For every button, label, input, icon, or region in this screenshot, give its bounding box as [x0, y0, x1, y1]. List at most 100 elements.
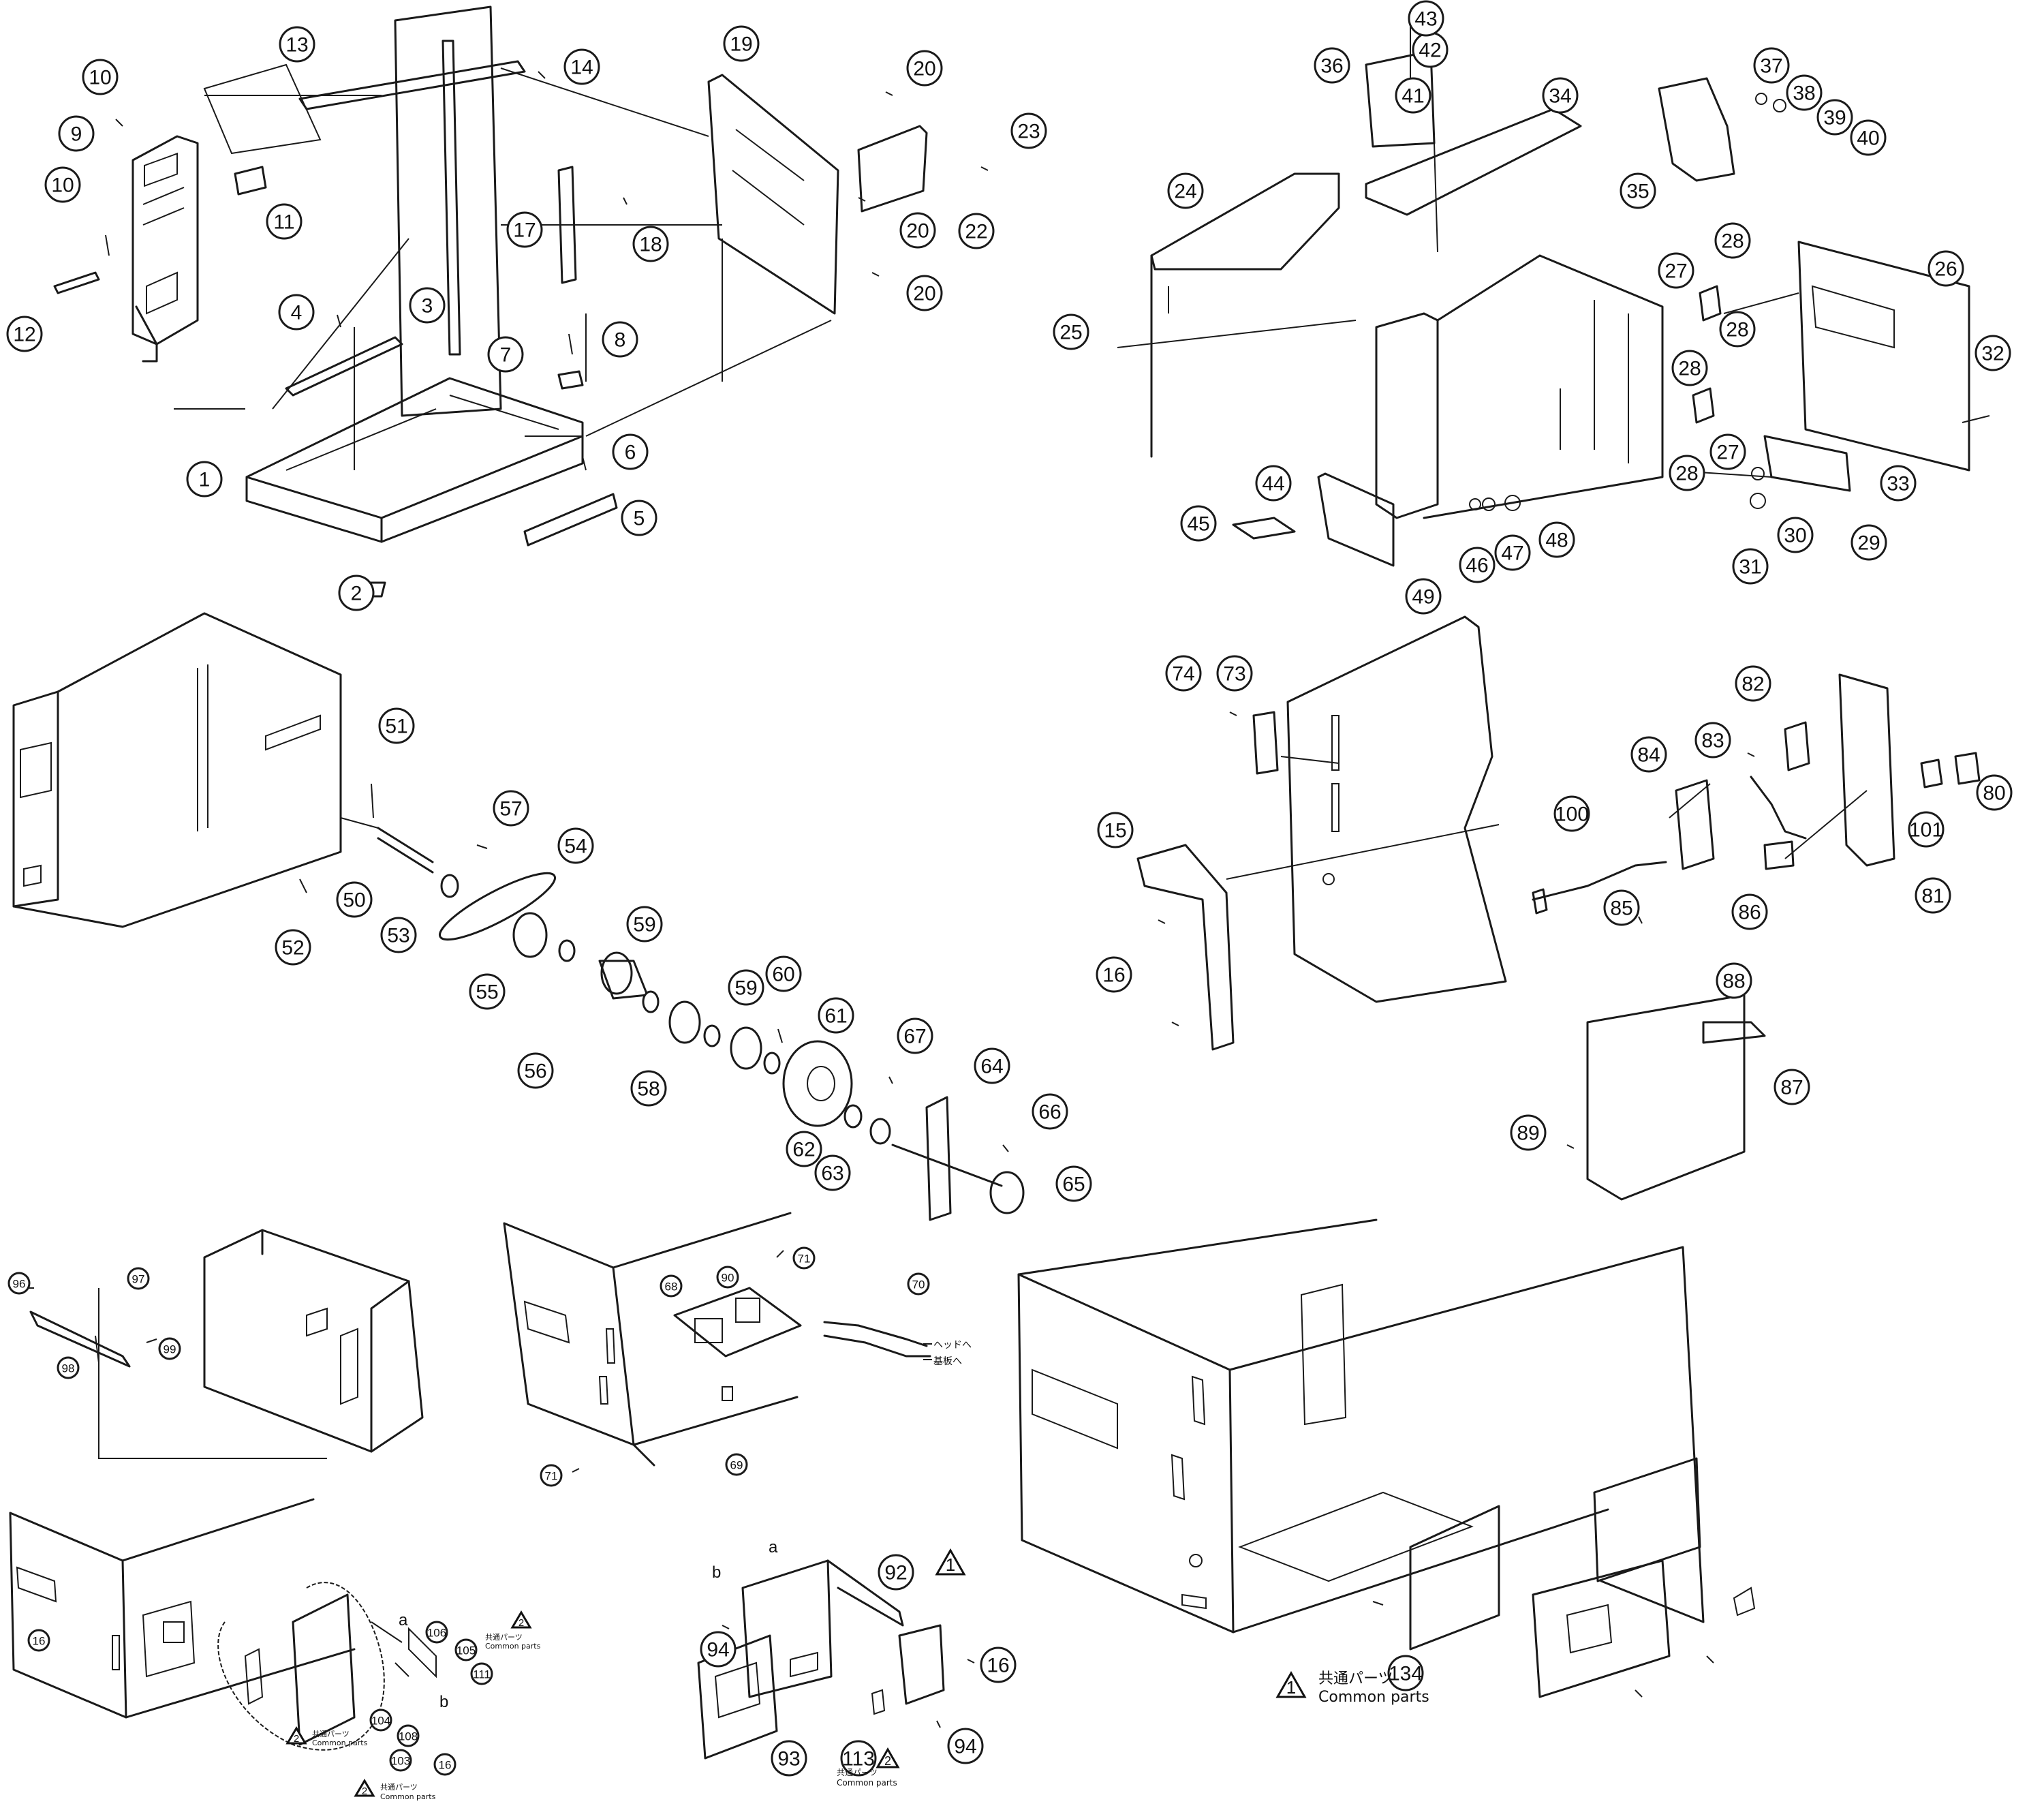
svg-text:2: 2 [518, 1617, 524, 1629]
callout-84: 84 [1630, 736, 1667, 773]
callout-number: 86 [1738, 902, 1761, 924]
callout-circle [818, 997, 854, 1034]
callout-number: 70 [912, 1278, 925, 1291]
callout-number: 41 [1402, 85, 1424, 108]
callout-50: 50 [336, 881, 373, 918]
callout-92: 92 [878, 1554, 914, 1591]
callout-39: 39 [1816, 99, 1853, 136]
callout-99: 99 [158, 1337, 181, 1360]
callout-circle [275, 929, 311, 966]
callout-number: 106 [427, 1627, 446, 1640]
callout-number: 13 [285, 34, 308, 57]
callout-56: 56 [517, 1052, 554, 1089]
panel-interface-board [697, 1559, 975, 1760]
callout-number: 100 [1555, 803, 1589, 826]
callout-16: 16 [27, 1629, 50, 1652]
panel-main-chassis [1017, 1219, 1756, 1698]
callout-93: 93 [771, 1740, 807, 1777]
callout-60: 60 [765, 955, 802, 992]
callout-97: 97 [127, 1267, 150, 1290]
callout-circle [506, 211, 543, 248]
callout-86: 86 [1731, 893, 1768, 930]
callout-circle [1620, 172, 1656, 209]
callout-number: 20 [913, 58, 935, 80]
common-parts-label-en: Common parts [837, 1778, 897, 1788]
callout-number: 63 [821, 1163, 843, 1185]
callout-64: 64 [974, 1047, 1010, 1084]
callout-number: 53 [387, 925, 409, 947]
callout-circle [630, 1070, 667, 1107]
callout-30: 30 [1777, 517, 1814, 553]
callout-1: 1 [186, 461, 223, 497]
callout-number: 26 [1934, 258, 1957, 281]
callout-circle [1053, 313, 1089, 350]
callout-number: 94 [954, 1736, 976, 1758]
callout-13: 13 [279, 26, 315, 63]
callout-circle [82, 59, 119, 95]
callout-number: 36 [1320, 55, 1343, 78]
callout-14: 14 [563, 48, 600, 85]
callout-26: 26 [1927, 250, 1964, 287]
callout-6: 6 [612, 433, 649, 470]
callout-circle [563, 48, 600, 85]
callout-68: 68 [660, 1274, 683, 1298]
callout-number: 82 [1741, 673, 1764, 696]
callout-circle [632, 226, 669, 262]
callout-number: 108 [399, 1730, 418, 1743]
callout-number: 16 [987, 1655, 1009, 1677]
callout-29: 29 [1851, 524, 1887, 561]
callout-number: 49 [1412, 586, 1434, 609]
callout-24: 24 [1167, 172, 1204, 209]
callout-88: 88 [1716, 962, 1752, 999]
callout-number: 103 [391, 1755, 410, 1768]
callout-number: 19 [730, 33, 752, 56]
callout-circle [470, 1662, 493, 1685]
callout-circle [897, 1017, 933, 1054]
callout-89: 89 [1510, 1114, 1547, 1151]
callout-52: 52 [275, 929, 311, 966]
callout-number: 44 [1262, 473, 1284, 495]
callout-47: 47 [1494, 534, 1531, 571]
callout-10: 10 [44, 166, 81, 203]
callout-circle [409, 287, 446, 324]
callout-circle [1816, 99, 1853, 136]
callout-circle [786, 1131, 822, 1167]
callout-circle [487, 336, 524, 373]
callout-number: 40 [1857, 127, 1879, 150]
callout-48: 48 [1538, 521, 1575, 558]
callout-34: 34 [1542, 77, 1579, 114]
callout-circle [660, 1274, 683, 1298]
callout-number: 59 [633, 914, 655, 936]
callout-number: 94 [707, 1639, 729, 1661]
callout-circle [1010, 112, 1047, 149]
callout-circle [44, 166, 81, 203]
callout-number: 30 [1784, 525, 1806, 547]
callout-2: 2 [338, 574, 375, 611]
callout-number: 97 [132, 1273, 145, 1286]
svg-text:1: 1 [1286, 1677, 1296, 1698]
callout-circle [378, 707, 415, 744]
callout-circle [1180, 505, 1217, 542]
callout-circle [878, 1554, 914, 1591]
callout-circle [906, 275, 943, 311]
callout-circle [771, 1740, 807, 1777]
notes-layer: 1 1 共通パーツ Common parts 2 共通パーツ Common pa… [285, 1340, 1429, 1801]
callout-circle [336, 881, 373, 918]
callout-number: 88 [1722, 970, 1745, 993]
callout-96: 96 [7, 1272, 31, 1295]
callout-36: 36 [1314, 47, 1350, 84]
callout-circle [369, 1709, 392, 1732]
callout-16: 16 [433, 1753, 456, 1776]
callout-number: 71 [545, 1470, 558, 1483]
callout-number: 15 [1104, 820, 1126, 842]
callout-10: 10 [82, 59, 119, 95]
callout-20: 20 [906, 50, 943, 87]
common-parts-label-en: Common parts [485, 1642, 541, 1651]
callout-number: 37 [1760, 55, 1782, 78]
callout-circle [907, 1272, 930, 1296]
callout-layer: 1234567891010111213141718192020202223242… [6, 0, 2013, 1777]
callout-104: 104 [369, 1709, 392, 1732]
svg-text:1: 1 [946, 1554, 955, 1575]
callout-number: 104 [371, 1715, 390, 1728]
callout-43: 43 [1408, 0, 1444, 37]
